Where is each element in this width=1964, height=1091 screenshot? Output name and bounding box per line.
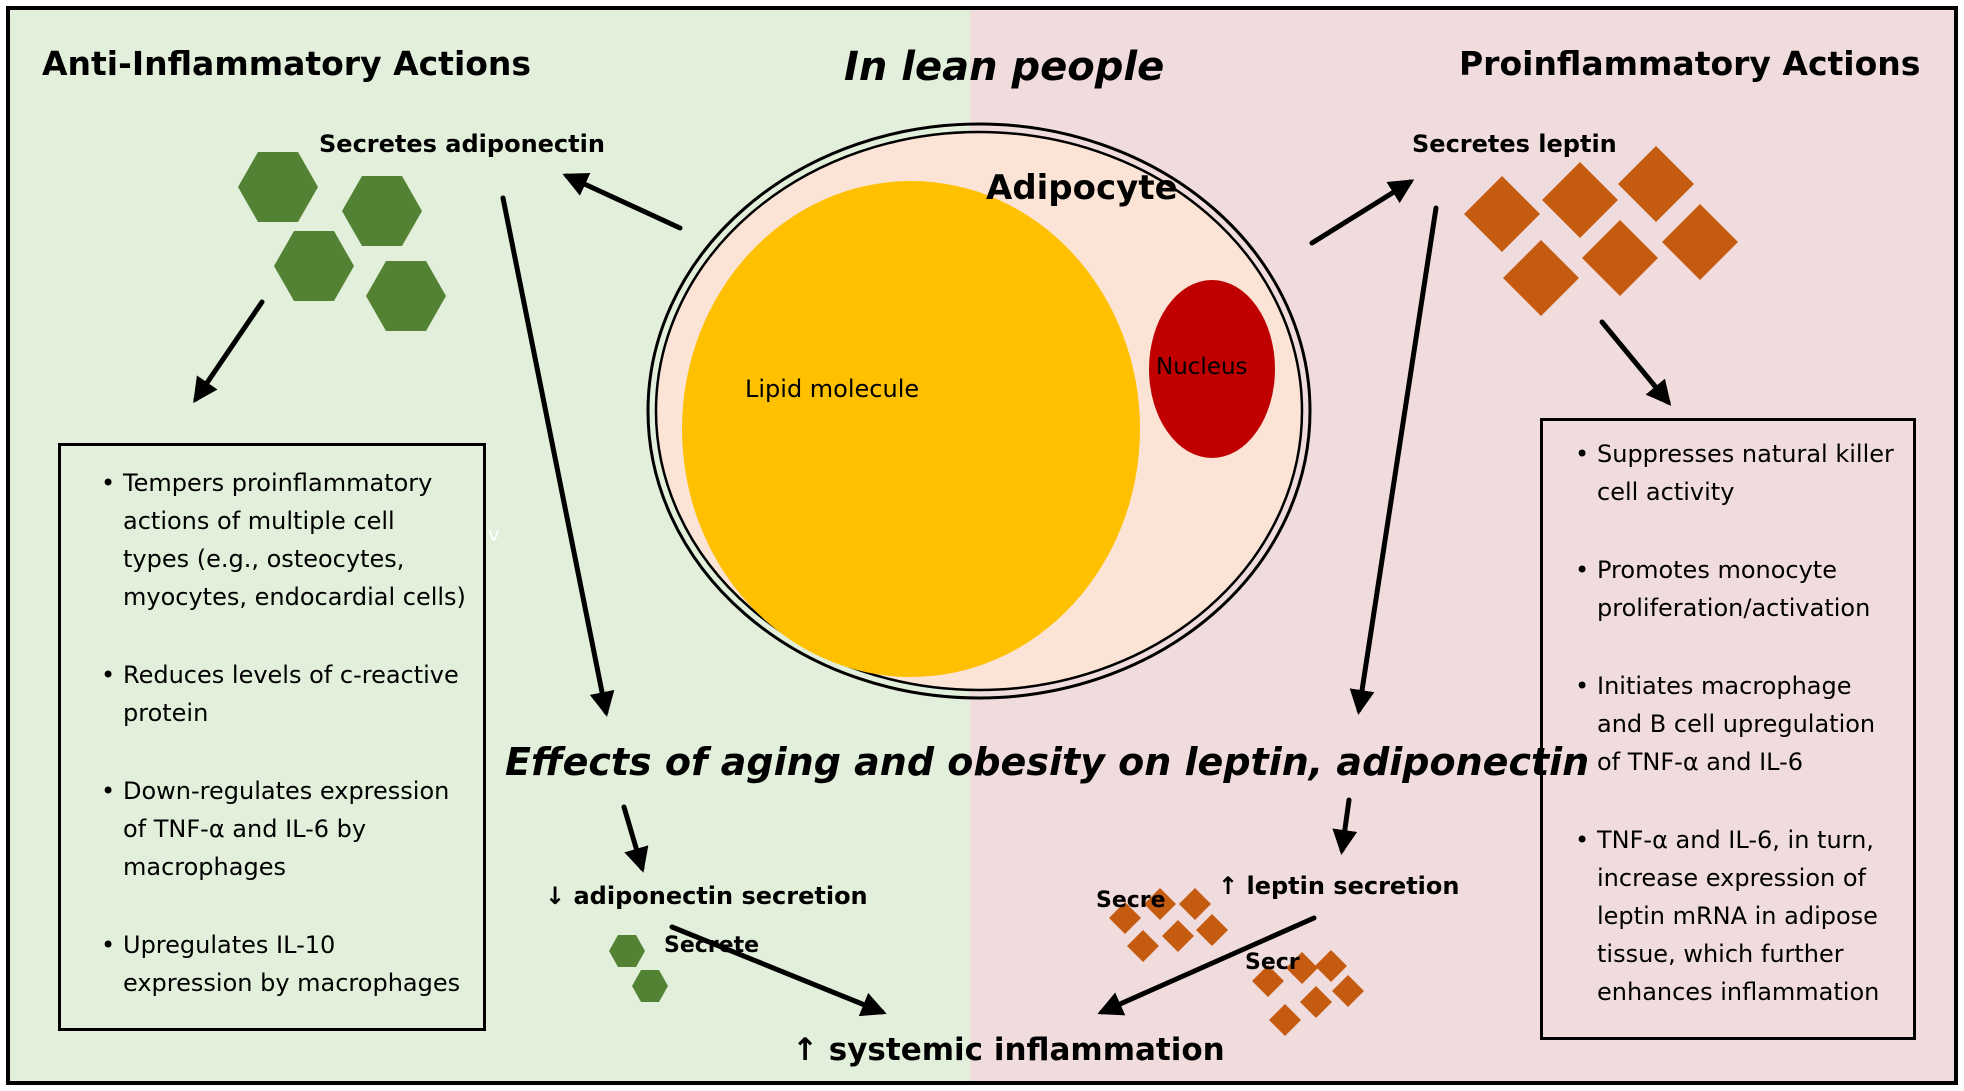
list-item: Suppresses natural killer cell activity bbox=[1575, 435, 1903, 511]
anti-inflammatory-list: Tempers proinflammatory actions of multi… bbox=[95, 464, 467, 1002]
secrete-fragment-left: Secrete bbox=[664, 933, 760, 958]
arrow-leptin-to-inflammation bbox=[1097, 915, 1317, 1016]
list-item: Tempers proinflammatory actions of multi… bbox=[101, 464, 467, 616]
adiponectin-secretion-down-label: ↓ adiponectin secretion bbox=[545, 882, 868, 910]
adiponectin-molecules bbox=[238, 152, 446, 331]
lipid-molecule-label: Lipid molecule bbox=[745, 375, 920, 403]
arrow-effects-to-leptin-up bbox=[1332, 797, 1358, 855]
anti-inflammatory-heading: Anti-Inflammatory Actions bbox=[42, 44, 532, 83]
secr-fragment-right: Secr bbox=[1245, 950, 1300, 975]
adiponectin-hexagon bbox=[274, 231, 354, 301]
leptin-diamond-small bbox=[1196, 914, 1228, 946]
proinflammatory-list: Suppresses natural killer cell activity … bbox=[1569, 435, 1903, 1011]
leptin-secretion-up-label: ↑ leptin secretion bbox=[1218, 872, 1460, 900]
list-item: Promotes monocyte proliferation/activati… bbox=[1575, 551, 1903, 627]
effects-title: Effects of aging and obesity on leptin, … bbox=[505, 740, 1590, 784]
list-item: Upregulates IL-10 expression by macropha… bbox=[101, 926, 467, 1002]
leptin-diamond bbox=[1542, 162, 1618, 238]
leptin-diamond-small bbox=[1179, 888, 1211, 920]
arrow-diamonds-to-right-box bbox=[1599, 319, 1672, 406]
arrow-adiponectin-to-effects bbox=[500, 195, 615, 717]
leptin-diamond bbox=[1464, 176, 1540, 252]
leptin-diamond-small bbox=[1252, 965, 1284, 997]
adiponectin-hexagon bbox=[342, 176, 422, 246]
nucleus-shape bbox=[1149, 280, 1275, 458]
arrow-adiponectin-to-inflammation bbox=[669, 924, 887, 1017]
leptin-diamond-small bbox=[1269, 1004, 1301, 1036]
secretes-leptin-label: Secretes leptin bbox=[1412, 130, 1617, 158]
leptin-diamond-small bbox=[1300, 986, 1332, 1018]
leptin-diamond bbox=[1582, 220, 1658, 296]
leptin-diamond-small bbox=[1127, 930, 1159, 962]
adiponectin-hexagon bbox=[366, 261, 446, 331]
arrow-cell-to-leptin bbox=[1309, 179, 1415, 246]
leptin-diamond bbox=[1618, 146, 1694, 222]
proinflammatory-heading: Proinflammatory Actions bbox=[1459, 44, 1921, 83]
arrow-hexagons-to-left-box bbox=[193, 299, 265, 404]
stray-fragment: v bbox=[488, 522, 500, 546]
adiponectin-molecules-small bbox=[609, 935, 668, 1002]
secretes-adiponectin-label: Secretes adiponectin bbox=[319, 130, 605, 158]
nucleus-label: Nucleus bbox=[1156, 354, 1248, 380]
leptin-molecules bbox=[1464, 146, 1738, 316]
list-item: Reduces levels of c-reactive protein bbox=[101, 656, 467, 732]
arrows bbox=[193, 173, 1672, 1017]
arrow-leptin-to-effects bbox=[1349, 205, 1439, 715]
adiponectin-hexagon bbox=[238, 152, 318, 222]
adiponectin-hexagon-small bbox=[609, 935, 645, 967]
leptin-molecules-small bbox=[1109, 888, 1364, 1036]
adipocyte-label: Adipocyte bbox=[986, 168, 1178, 208]
leptin-diamond bbox=[1662, 204, 1738, 280]
leptin-diamond bbox=[1503, 240, 1579, 316]
adiponectin-hexagon-small bbox=[632, 970, 668, 1002]
list-item: Down-regulates expression of TNF-α and I… bbox=[101, 772, 467, 886]
lean-people-heading: In lean people bbox=[844, 44, 1165, 90]
anti-inflammatory-actions-box: Tempers proinflammatory actions of multi… bbox=[58, 443, 486, 1031]
arrow-effects-to-adiponectin-down bbox=[621, 804, 649, 873]
arrow-cell-to-adiponectin bbox=[562, 173, 683, 231]
list-item: TNF-α and IL-6, in turn, increase expres… bbox=[1575, 821, 1903, 1011]
list-item: Initiates macrophage and B cell upregula… bbox=[1575, 667, 1903, 781]
secre-fragment-right: Secre bbox=[1096, 888, 1166, 913]
adipocyte-cell-outer bbox=[646, 122, 1312, 700]
lipid-droplet bbox=[682, 181, 1140, 677]
leptin-diamond-small bbox=[1144, 888, 1176, 920]
systemic-inflammation-label: ↑ systemic inflammation bbox=[792, 1032, 1225, 1068]
proinflammatory-actions-box: Suppresses natural killer cell activity … bbox=[1540, 418, 1916, 1040]
leptin-diamond-small bbox=[1332, 975, 1364, 1007]
leptin-diamond-small bbox=[1109, 902, 1141, 934]
outer-border bbox=[6, 6, 1958, 1085]
leptin-diamond-small bbox=[1286, 952, 1318, 984]
leptin-diamond-small bbox=[1315, 950, 1347, 982]
leptin-diamond-small bbox=[1162, 920, 1194, 952]
